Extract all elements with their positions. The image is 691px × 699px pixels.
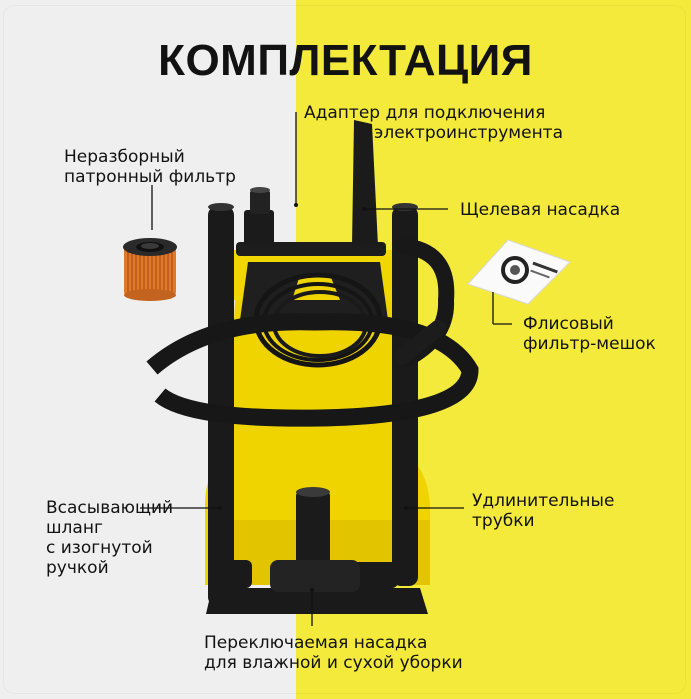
adapter-label-line1: Адаптер для подключения (304, 103, 546, 123)
fleece-bag-label: Флисовый фильтр-мешок (523, 314, 656, 354)
filter-label: Неразборный патронный фильтр (64, 147, 258, 187)
filter-label-line2: патронный фильтр (64, 167, 236, 187)
extension-tubes-label-line1: Удлинительные (472, 491, 615, 511)
fleece-bag-label-line2: фильтр-мешок (523, 334, 656, 354)
floor-nozzle-label: Переключаемая насадка для влажной и сухо… (204, 633, 463, 673)
crevice-nozzle-label: Щелевая насадка (460, 200, 621, 220)
fleece-filter-bag-icon (467, 239, 571, 305)
adapter-label: Адаптер для подключения электроинструмен… (304, 103, 563, 143)
suction-hose-label-line1: Всасывающий (46, 498, 174, 518)
wet-dry-vacuum-cleaner (146, 120, 479, 614)
extension-tubes-label: Удлинительные трубки (472, 491, 614, 531)
floor-nozzle-label-line1: Переключаемая насадка (204, 633, 428, 653)
suction-hose-label-line3: с изогнутой (46, 538, 153, 558)
filter-label-line1: Неразборный (64, 147, 185, 167)
suction-hose-label-line4: ручкой (46, 558, 109, 578)
floor-nozzle-label-line2: для влажной и сухой уборки (204, 653, 463, 673)
fleece-bag-label-line1: Флисовый (523, 314, 614, 334)
extension-tubes-label-line2: трубки (472, 511, 535, 531)
adapter-label-line2: электроинструмента (374, 123, 564, 143)
page-title: КОМПЛЕКТАЦИЯ (158, 36, 533, 85)
suction-hose-label-line2: шланг (46, 518, 103, 538)
cartridge-filter-icon (123, 238, 177, 301)
leader-lines (140, 112, 512, 626)
suction-hose-label: Всасывающий шланг с изогнутой ручкой (46, 498, 173, 578)
